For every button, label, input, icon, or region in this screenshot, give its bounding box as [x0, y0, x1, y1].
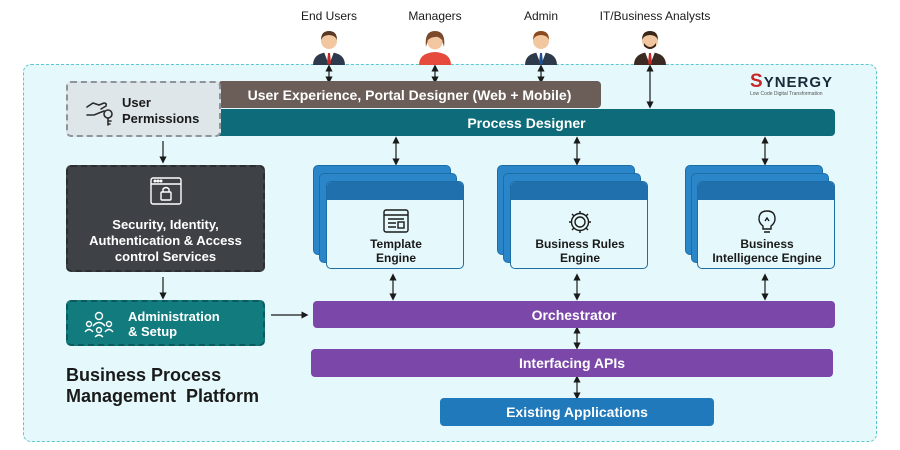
interfacing-apis-bar: Interfacing APIs — [311, 349, 833, 377]
template-icon — [383, 209, 409, 233]
brand-tagline: Low Code Digital Transformation — [750, 91, 823, 97]
existing-applications-bar: Existing Applications — [440, 398, 714, 426]
rules-engine-line2: Engine — [559, 251, 600, 265]
process-designer-bar: Process Designer — [218, 109, 835, 136]
bi-engine-line2: Intelligence Engine — [712, 251, 822, 265]
administration-setup-box: Administration & Setup — [66, 300, 265, 346]
security-line1: Security, Identity, — [112, 217, 219, 232]
platform-title: Business Process Management Platform — [66, 365, 259, 407]
role-label-managers: Managers — [408, 9, 462, 23]
admin-line2: & Setup — [128, 324, 178, 339]
platform-title-line1: Business Process — [66, 365, 222, 385]
gear-icon — [569, 211, 591, 233]
manager-avatar — [419, 31, 451, 65]
security-line3: control Services — [114, 249, 217, 264]
orchestrator-label: Orchestrator — [531, 306, 617, 323]
admin-avatar — [525, 31, 557, 65]
lightbulb-icon — [758, 210, 776, 233]
template-engine-line1: Template — [370, 237, 422, 251]
admin-line1: Administration — [128, 309, 220, 324]
brand-name-rest: YNERGY — [763, 74, 834, 91]
team-icon — [84, 311, 114, 338]
role-label-admin: Admin — [523, 9, 558, 23]
template-engine-line2: Engine — [375, 251, 416, 265]
bi-engine-line1: Business — [740, 237, 794, 251]
existing-applications-label: Existing Applications — [506, 404, 648, 420]
ux-bar-label: User Experience, Portal Designer (Web + … — [247, 86, 572, 103]
user-permissions-line1: User — [122, 95, 151, 110]
end-user-avatar — [313, 31, 345, 65]
secure-window-icon — [150, 177, 182, 205]
process-designer-label: Process Designer — [467, 114, 586, 131]
interfacing-apis-label: Interfacing APIs — [518, 355, 626, 371]
synergy-logo: SYNERGY Low Code Digital Transformation — [750, 72, 840, 102]
security-services-box: Security, Identity, Authentication & Acc… — [66, 165, 265, 272]
business-rules-engine-card: Business Rules Engine — [510, 181, 648, 269]
role-label-it-analysts: IT/Business Analysts — [599, 9, 711, 23]
key-hand-icon — [86, 102, 113, 126]
analyst-avatar — [634, 31, 666, 65]
template-engine-card: Template Engine — [326, 181, 464, 269]
ux-portal-designer-bar: User Experience, Portal Designer (Web + … — [218, 81, 601, 108]
rules-engine-line1: Business Rules — [535, 237, 625, 251]
business-intelligence-engine-card: Business Intelligence Engine — [697, 181, 835, 269]
orchestrator-bar: Orchestrator — [313, 301, 835, 328]
platform-title-line2: Management Platform — [66, 386, 260, 406]
user-permissions-line2: Permissions — [122, 111, 200, 126]
user-permissions-box: User Permissions — [66, 81, 221, 137]
role-label-end-users: End Users — [300, 9, 358, 23]
security-line2: Authentication & Access — [89, 233, 242, 248]
